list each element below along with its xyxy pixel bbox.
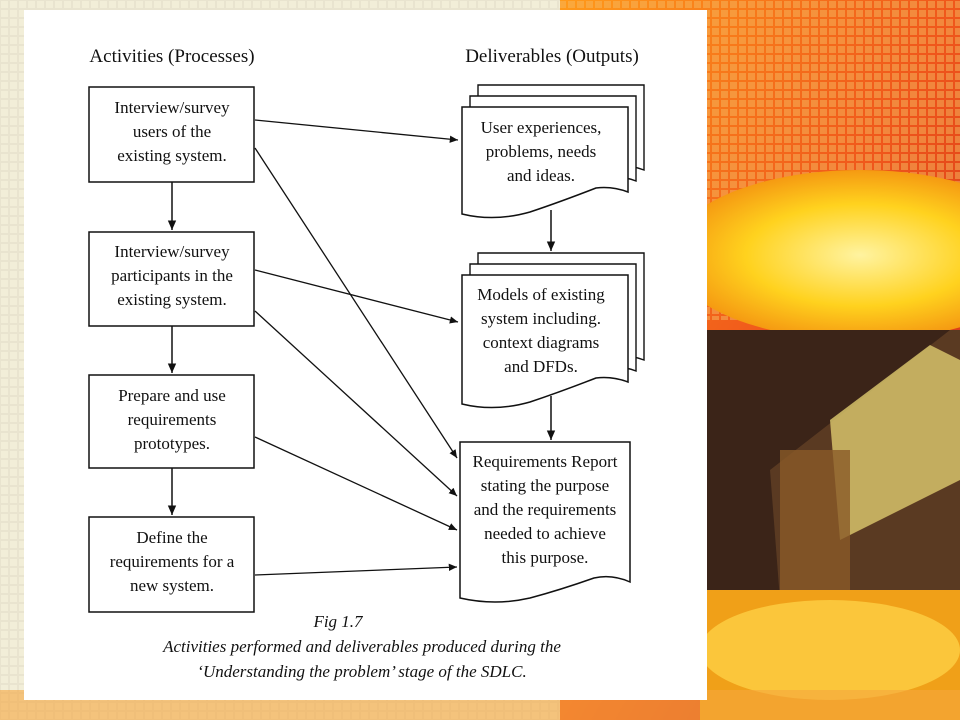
arrow-activity-4-to-deliverable-3 [254,563,458,576]
activity-4-line-1: Define the [136,528,207,547]
activity-1-line-3: existing system. [117,146,227,165]
deliverable-3-line-1: Requirements Report [473,452,618,471]
arrow-activity-2-to-deliverable-2 [254,269,459,324]
arrow-activity-1-to-deliverable-1 [254,119,459,143]
activity-3-line-1: Prepare and use [118,386,226,405]
deliverable-2-line-4: and DFDs. [504,357,578,376]
deliverables-header: Deliverables (Outputs) [465,46,639,67]
deliverable-1-line-1: User experiences, [481,118,602,137]
deliverable-2-line-1: Models of existing [477,285,605,304]
deliverable-1-line-3: and ideas. [507,166,575,185]
activity-box-1: Interview/survey users of the existing s… [88,86,255,183]
deliverable-3-line-5: this purpose. [502,548,589,567]
activity-1-line-1: Interview/survey [114,98,230,117]
deliverable-3-line-3: and the requirements [474,500,617,519]
deliverable-3-line-4: needed to achieve [484,524,606,543]
activity-2-line-2: participants in the [111,266,233,285]
caption-line-2: ‘Understanding the problem’ stage of the… [197,662,526,681]
activity-box-4: Define the requirements for a new system… [88,516,255,613]
arrow-activity-3-to-deliverable-3 [254,436,458,531]
activity-1-line-2: users of the [133,122,211,141]
deliverable-doc-3: Requirements Report stating the purpose … [459,441,631,603]
activity-2-line-1: Interview/survey [114,242,230,261]
activity-2-line-3: existing system. [117,290,227,309]
deliverable-2-line-3: context diagrams [483,333,600,352]
activity-3-line-2: requirements [128,410,217,429]
deliverable-doc-2: Models of existing system including. con… [461,252,645,409]
activity-box-2: Interview/survey participants in the exi… [88,231,255,327]
caption-fig-number: Fig 1.7 [312,612,364,631]
activities-header: Activities (Processes) [89,46,254,67]
deliverable-3-line-2: stating the purpose [481,476,609,495]
deliverable-doc-1: User experiences, problems, needs and id… [461,84,645,219]
arrow-activity-2-to-deliverable-3 [254,310,458,497]
activity-4-line-3: new system. [130,576,214,595]
arrow-activity-1-to-deliverable-3 [254,147,458,459]
activity-4-line-2: requirements for a [110,552,235,571]
caption-line-1: Activities performed and deliverables pr… [162,637,561,656]
deliverable-1-line-2: problems, needs [486,142,596,161]
deliverable-2-line-2: system including. [481,309,601,328]
activity-box-3: Prepare and use requirements prototypes. [88,374,255,469]
activity-3-line-3: prototypes. [134,434,210,453]
